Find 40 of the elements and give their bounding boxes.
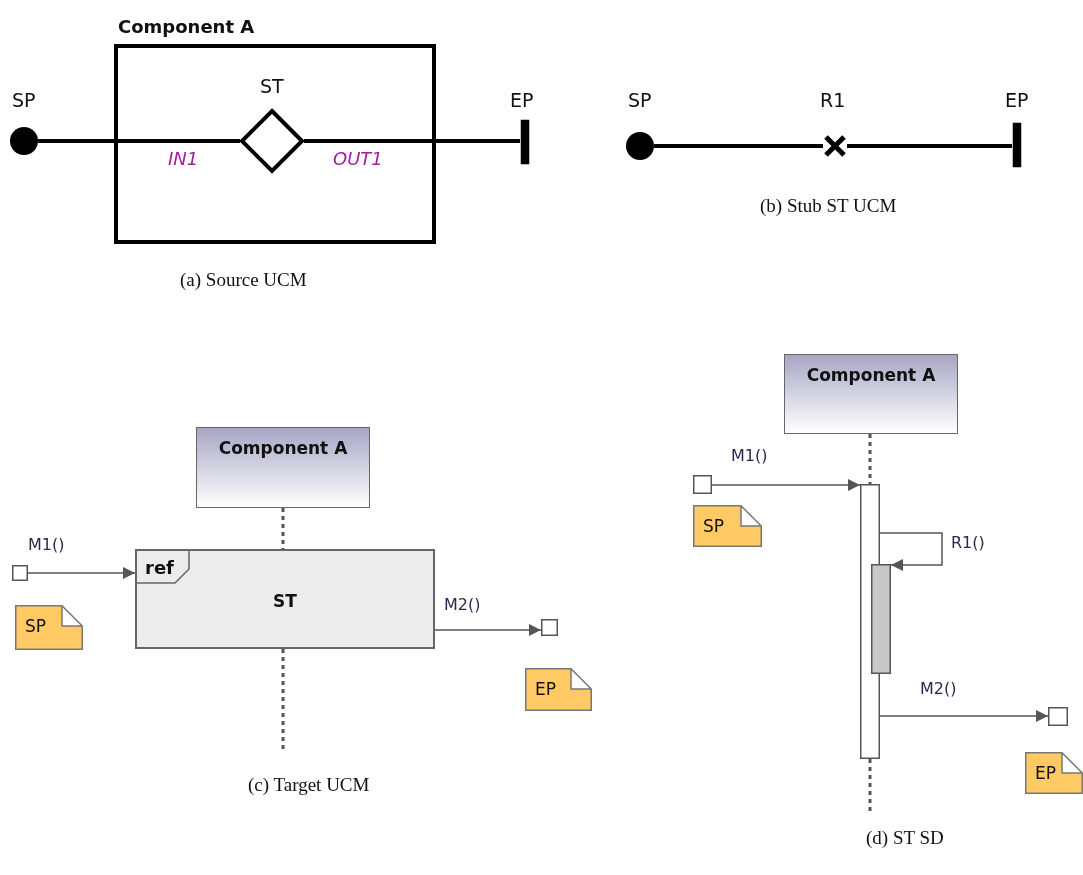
message-arrow [434, 624, 542, 636]
path-line [38, 139, 240, 143]
node-label: ST [260, 77, 284, 96]
lifeline [868, 434, 872, 484]
path-line [304, 139, 520, 143]
lifeline [281, 508, 285, 549]
caption: (b) Stub ST UCM [760, 196, 897, 215]
edge-label: OUT1 [333, 150, 383, 168]
lifeline [281, 649, 285, 750]
path-line [847, 144, 1012, 148]
node-label: R1 [820, 91, 846, 110]
component-label: Component A [118, 18, 255, 36]
message-arrow [879, 710, 1049, 722]
edge-label: M2() [920, 681, 957, 697]
caption: (c) Target UCM [248, 775, 370, 794]
interaction-frame [135, 549, 435, 649]
node-label: EP [1005, 91, 1029, 110]
node-label: SP [628, 91, 652, 110]
lifeline-head: Component A [784, 354, 958, 434]
message-arrow [711, 479, 861, 491]
edge-label: R1() [951, 535, 985, 551]
frame-tag: ref [137, 551, 191, 584]
edge-label: M1() [731, 448, 768, 464]
edge-label: M2() [444, 597, 481, 613]
note-label: EP [535, 681, 556, 698]
lifeline-head: Component A [196, 427, 370, 508]
message-arrow [27, 567, 136, 579]
path-line [654, 144, 823, 148]
node-label: EP [510, 91, 534, 110]
caption: (d) ST SD [866, 828, 944, 847]
edge-label: M1() [28, 537, 65, 553]
edge-label: IN1 [168, 150, 199, 168]
note-label: SP [25, 618, 47, 635]
node-label: SP [12, 91, 36, 110]
note-label: EP [1035, 765, 1056, 782]
frame-title: ST [272, 593, 298, 610]
message-arrow [879, 532, 943, 571]
lifeline [868, 759, 872, 812]
note-label: SP [703, 518, 725, 535]
caption: (a) Source UCM [180, 270, 307, 289]
